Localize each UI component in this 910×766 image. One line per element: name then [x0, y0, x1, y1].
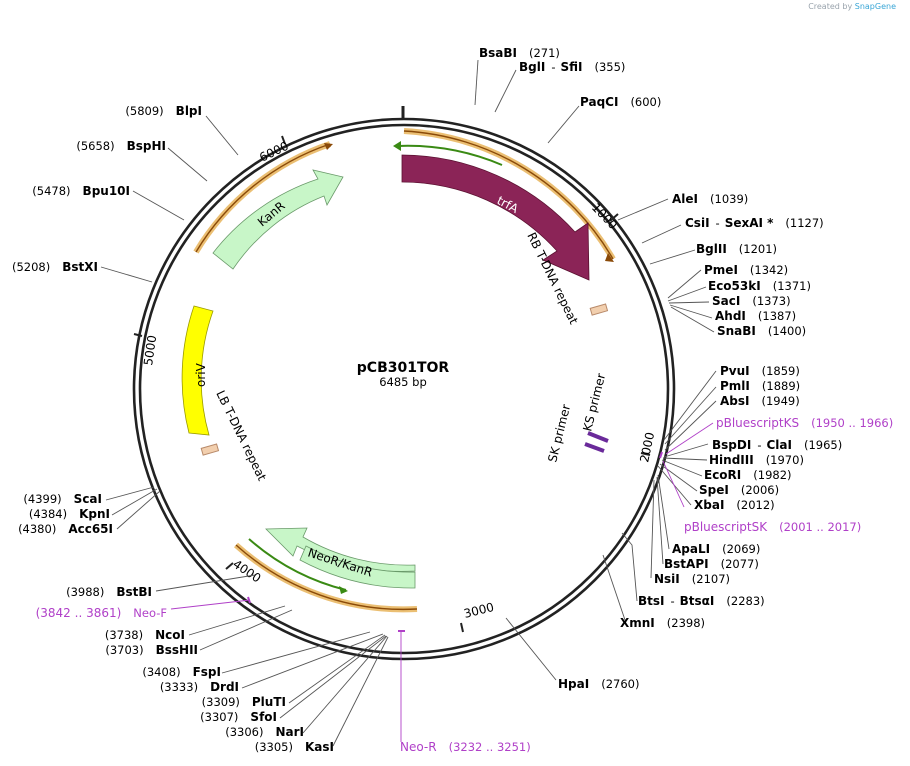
sk-primer-arrow: [584, 442, 605, 453]
green-line-trfA: [397, 144, 503, 166]
site-label-scai: (4399)ScaI: [23, 492, 102, 506]
site-label-hpai: HpaI(2760): [558, 677, 639, 691]
green-line-neor: [248, 538, 347, 591]
site-leader-lines: [100, 59, 717, 747]
tick-mark-4000: [225, 562, 234, 570]
site-label-acc65i: (4380)Acc65I: [18, 522, 113, 536]
feature-KanR: [212, 169, 344, 270]
label-oriV: oriV: [194, 362, 208, 387]
site-label-apali: ApaLI(2069): [672, 542, 760, 556]
site-label-bsshii: (3703)BssHII: [105, 643, 198, 657]
lb-repeat-box: [200, 443, 220, 456]
primer-label-neo-f: (3842 .. 3861)Neo-F: [36, 606, 167, 620]
site-label-saci: SacI(1373): [712, 294, 791, 308]
site-label-nsii: NsiI(2107): [654, 572, 730, 586]
site-label-alei: AleI(1039): [672, 192, 748, 206]
tick-label-3000: 3000: [462, 600, 495, 621]
backbone-inner: [138, 123, 670, 655]
site-label-spei: SpeI(2006): [699, 483, 779, 497]
tick-mark-1000: [609, 213, 619, 222]
site-label-ahdi: AhdI(1387): [715, 309, 796, 323]
site-label-hindiii: HindIII(1970): [709, 453, 804, 467]
site-label-xbai: XbaI(2012): [694, 498, 775, 512]
site-label-absi: AbsI(1949): [720, 394, 800, 408]
ks-primer-arrow: [587, 431, 609, 443]
primer-markers: [247, 451, 663, 632]
primer-leader-lines: [170, 422, 714, 742]
site-label-snabi: SnaBI(1400): [717, 324, 806, 338]
site-label-btsi: BtsI-BtsαI(2283): [638, 594, 765, 608]
site-label-bstapi: BstAPI(2077): [664, 557, 759, 571]
primer-label-pbluescriptsk: pBluescriptSK(2001 .. 2017): [684, 520, 861, 534]
tick-label-2000: 2000: [637, 431, 657, 464]
site-label-nari: (3306)NarI: [225, 725, 304, 739]
site-label-drdi: (3333)DrdI: [160, 680, 239, 694]
site-label-pluti: (3309)PluTI: [202, 695, 286, 709]
site-label-kasi: (3305)KasI: [255, 740, 334, 754]
tick-mark-5000: [133, 333, 143, 337]
site-label-bspdi: BspDI-ClaI(1965): [712, 438, 842, 452]
label-KS-primer: KS primer: [580, 372, 608, 433]
plasmid-length: 6485 bp: [379, 375, 427, 389]
site-label-bsabi: BsaBI(271): [479, 46, 560, 60]
primer-label-neo-r: Neo-R(3232 .. 3251): [400, 740, 531, 754]
label-SK-primer: SK primer: [545, 403, 573, 464]
site-label-csii: CsiI-SexAI *(1127): [685, 216, 824, 230]
tick-mark-3000: [460, 622, 464, 633]
site-label-ncoi: (3738)NcoI: [105, 628, 185, 642]
tick-label-5000: 5000: [141, 334, 159, 366]
feature-trfA: [401, 154, 590, 281]
site-label-blpi: (5809)BlpI: [125, 104, 202, 118]
plasmid-name: pCB301TOR: [357, 360, 450, 376]
tick-mark-2000: [640, 452, 651, 456]
site-label-bgli: BglI-SfiI(355): [519, 60, 625, 74]
site-label-bstbi: (3988)BstBI: [66, 585, 152, 599]
site-label-bstxi: (5208)BstXI: [12, 260, 98, 274]
site-label-sfoi: (3307)SfoI: [200, 710, 277, 724]
site-label-bglii: BglII(1201): [696, 242, 777, 256]
site-label-pvui: PvuI(1859): [720, 364, 800, 378]
site-label-bsphi: (5658)BspHI: [76, 139, 166, 153]
label-LB-repeat: LB T-DNA repeat: [213, 388, 269, 483]
rb-repeat-box: [589, 303, 609, 316]
site-label-ecori: EcoRI(1982): [704, 468, 792, 482]
site-label-fspi: (3408)FspI: [142, 665, 221, 679]
snapgene-logo: SnapGene: [854, 2, 896, 11]
site-label-kpni: (4384)KpnI: [29, 507, 110, 521]
feature-oriV: [181, 305, 214, 436]
site-labels: BsaBI(271)BglI-SfiI(355) PaqCI(600) AleI(1…: [12, 46, 842, 754]
site-label-eco53ki: Eco53kI(1371): [708, 279, 811, 293]
site-label-bpu10i: (5478)Bpu10I: [32, 184, 130, 198]
primer-label-pbluescriptks: pBluescriptKS(1950 .. 1966): [716, 416, 893, 430]
primer-labels: pBluescriptKS(1950 .. 1966) pBluescriptSK…: [36, 416, 894, 754]
site-label-paqci: PaqCI(600): [580, 95, 661, 109]
site-label-xmni: XmnI(2398): [620, 616, 705, 630]
site-label-pmli: PmlI(1889): [720, 379, 800, 393]
tick-mark-6000: [281, 135, 286, 145]
site-label-pmei: PmeI(1342): [704, 263, 788, 277]
credit-label: Created by SnapGene: [808, 2, 896, 11]
